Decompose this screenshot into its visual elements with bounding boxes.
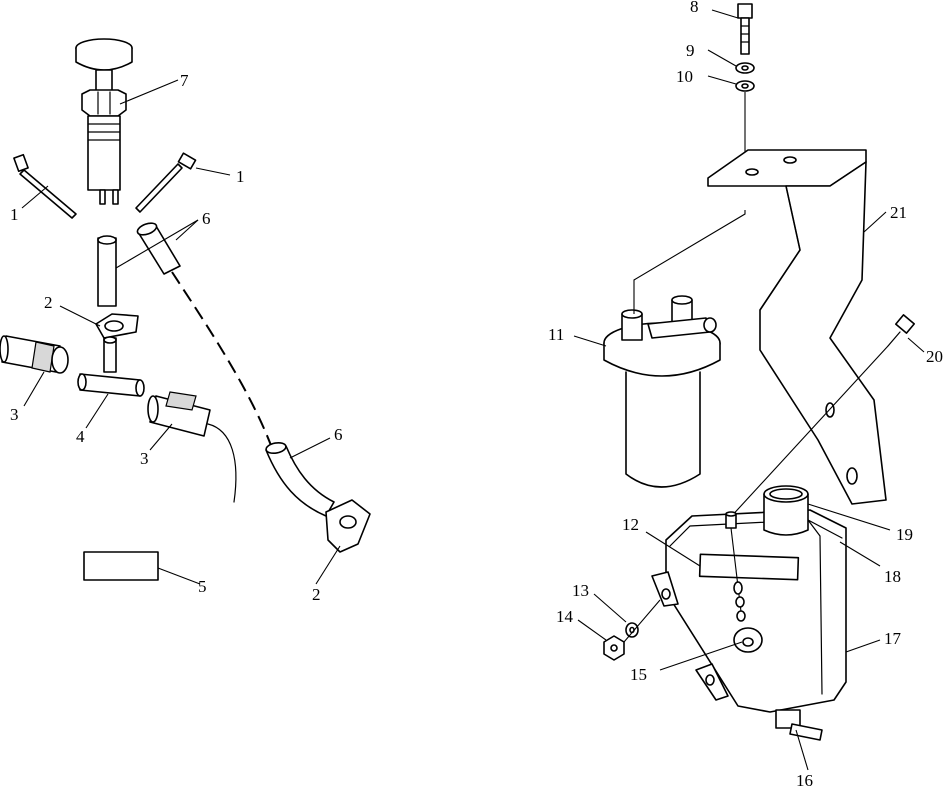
filler-neck-part — [763, 485, 809, 536]
callout-3-left: 3 — [10, 405, 19, 424]
hose-curved-part — [265, 441, 335, 517]
callout-12: 12 — [622, 515, 639, 534]
callout-7: 7 — [180, 71, 189, 90]
callout-1-left: 1 — [10, 205, 19, 224]
callout-9: 9 — [686, 41, 695, 60]
reservoir-tank-part — [651, 509, 847, 713]
clamp-lower-part — [325, 499, 371, 553]
callout-18: 18 — [884, 567, 901, 586]
primer-pump-part — [75, 38, 133, 205]
callout-3-right: 3 — [140, 449, 149, 468]
callout-11: 11 — [548, 325, 564, 344]
callout-15: 15 — [630, 665, 647, 684]
hose-straight-part — [97, 235, 117, 307]
screw-part — [887, 314, 916, 347]
callout-20: 20 — [926, 347, 943, 366]
hose-route-dashed — [171, 271, 273, 449]
callout-2-lower: 2 — [312, 585, 321, 604]
cable-tie-right-part — [135, 152, 197, 213]
callout-19: 19 — [896, 525, 913, 544]
bolt-top-part — [737, 3, 753, 55]
callout-5: 5 — [198, 577, 207, 596]
callout-10: 10 — [676, 67, 693, 86]
vent-fitting-part — [725, 511, 746, 622]
callout-2-upper: 2 — [44, 293, 53, 312]
callout-8: 8 — [690, 0, 699, 16]
leader-lines-right — [573, 9, 925, 771]
filter-to-bracket-line — [633, 210, 746, 314]
callout-21: 21 — [890, 203, 907, 222]
small-washer-part — [625, 622, 639, 638]
clamp-upper-part — [95, 313, 139, 339]
washer-part — [735, 62, 755, 74]
grommet-part — [733, 627, 763, 653]
lock-washer-part — [735, 80, 755, 92]
callout-13: 13 — [572, 581, 589, 600]
callout-14: 14 — [556, 607, 574, 626]
nut-part — [603, 635, 625, 661]
cable-tie-left-part — [13, 153, 77, 219]
callout-6-lower: 6 — [334, 425, 343, 444]
leader-lines-left — [21, 79, 341, 585]
tee-fitting-part — [77, 336, 145, 397]
callout-labels: 7 1 1 6 2 3 4 3 6 5 2 8 9 10 21 11 20 19… — [10, 0, 943, 788]
hose-clamp-right-part — [147, 391, 237, 503]
callout-6-upper: 6 — [202, 209, 211, 228]
outlet-fitting-part — [775, 709, 823, 741]
callout-1-right: 1 — [236, 167, 245, 186]
nut-axis-line — [623, 599, 661, 643]
hose-clamp-left-part — [0, 335, 69, 374]
decal-label-part — [83, 551, 159, 581]
hose-angled-part — [136, 222, 181, 275]
callout-4: 4 — [76, 427, 85, 446]
callout-17: 17 — [884, 629, 902, 648]
screw-axis-line — [727, 345, 889, 521]
callout-16: 16 — [796, 771, 813, 788]
filter-canister-part — [603, 295, 721, 488]
mounting-bracket-part — [707, 149, 887, 505]
